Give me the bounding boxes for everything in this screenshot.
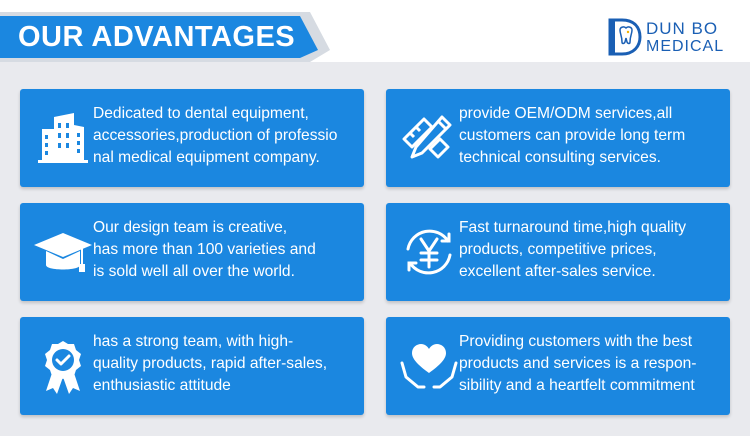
heart-hands-icon bbox=[400, 344, 458, 389]
advantage-line: products, competitive prices, bbox=[459, 241, 657, 258]
advantage-line: technical consulting services. bbox=[459, 149, 661, 166]
advantage-text: has a strong team, with high- quality pr… bbox=[93, 331, 359, 397]
advantage-card-4: Fast turnaround time,high quality produc… bbox=[386, 203, 730, 301]
advantage-card-2: provide OEM/ODM services,all customers c… bbox=[386, 89, 730, 187]
advantage-line: has more than 100 varieties and bbox=[93, 241, 316, 258]
advantage-line: Dedicated to dental equipment, bbox=[93, 105, 309, 122]
building-icon bbox=[38, 113, 88, 163]
advantage-line: excellent after-sales service. bbox=[459, 263, 656, 280]
logo-name-line2: MEDICAL bbox=[646, 38, 725, 55]
brand-logo: DUN BO MEDICAL bbox=[606, 16, 736, 58]
advantage-line: nal medical equipment company. bbox=[93, 149, 320, 166]
advantage-line: Providing customers with the best bbox=[459, 333, 693, 350]
graduation-cap-icon bbox=[34, 233, 92, 272]
advantage-line: products and services is a respon- bbox=[459, 355, 697, 372]
advantage-text: Dedicated to dental equipment, accessori… bbox=[93, 103, 359, 169]
advantage-card-5: has a strong team, with high- quality pr… bbox=[20, 317, 364, 415]
tooth-d-logo-icon bbox=[608, 18, 642, 56]
pencil-ruler-icon bbox=[402, 115, 452, 159]
advantage-text: Providing customers with the best produc… bbox=[459, 331, 725, 397]
award-badge-icon bbox=[45, 341, 81, 394]
advantage-line: provide OEM/ODM services,all bbox=[459, 105, 673, 122]
logo-name-line1: DUN BO bbox=[646, 19, 719, 38]
advantage-card-1: Dedicated to dental equipment, accessori… bbox=[20, 89, 364, 187]
advantage-line: accessories,production of professio bbox=[93, 127, 338, 144]
advantage-text: Fast turnaround time,high quality produc… bbox=[459, 217, 725, 283]
header-title-banner bbox=[0, 12, 330, 62]
advantage-card-3: Our design team is creative, has more th… bbox=[20, 203, 364, 301]
advantage-line: sibility and a heartfelt commitment bbox=[459, 377, 695, 394]
advantage-card-6: Providing customers with the best produc… bbox=[386, 317, 730, 415]
page-title: OUR ADVANTAGES bbox=[18, 21, 296, 53]
advantage-line: has a strong team, with high- bbox=[93, 333, 294, 350]
advantage-text: Our design team is creative, has more th… bbox=[93, 217, 359, 283]
advantage-line: Our design team is creative, bbox=[93, 219, 288, 236]
advantage-line: is sold well all over the world. bbox=[93, 263, 295, 280]
advantage-line: customers can provide long term bbox=[459, 127, 686, 144]
advantage-line: Fast turnaround time,high quality bbox=[459, 219, 687, 236]
advantage-text: provide OEM/ODM services,all customers c… bbox=[459, 103, 725, 169]
advantage-line: enthusiastic attitude bbox=[93, 377, 231, 394]
header-bar: OUR ADVANTAGES DUN BO MEDICAL bbox=[0, 0, 750, 62]
advantage-line: quality products, rapid after-sales, bbox=[93, 355, 328, 372]
yen-cycle-icon bbox=[406, 229, 452, 275]
